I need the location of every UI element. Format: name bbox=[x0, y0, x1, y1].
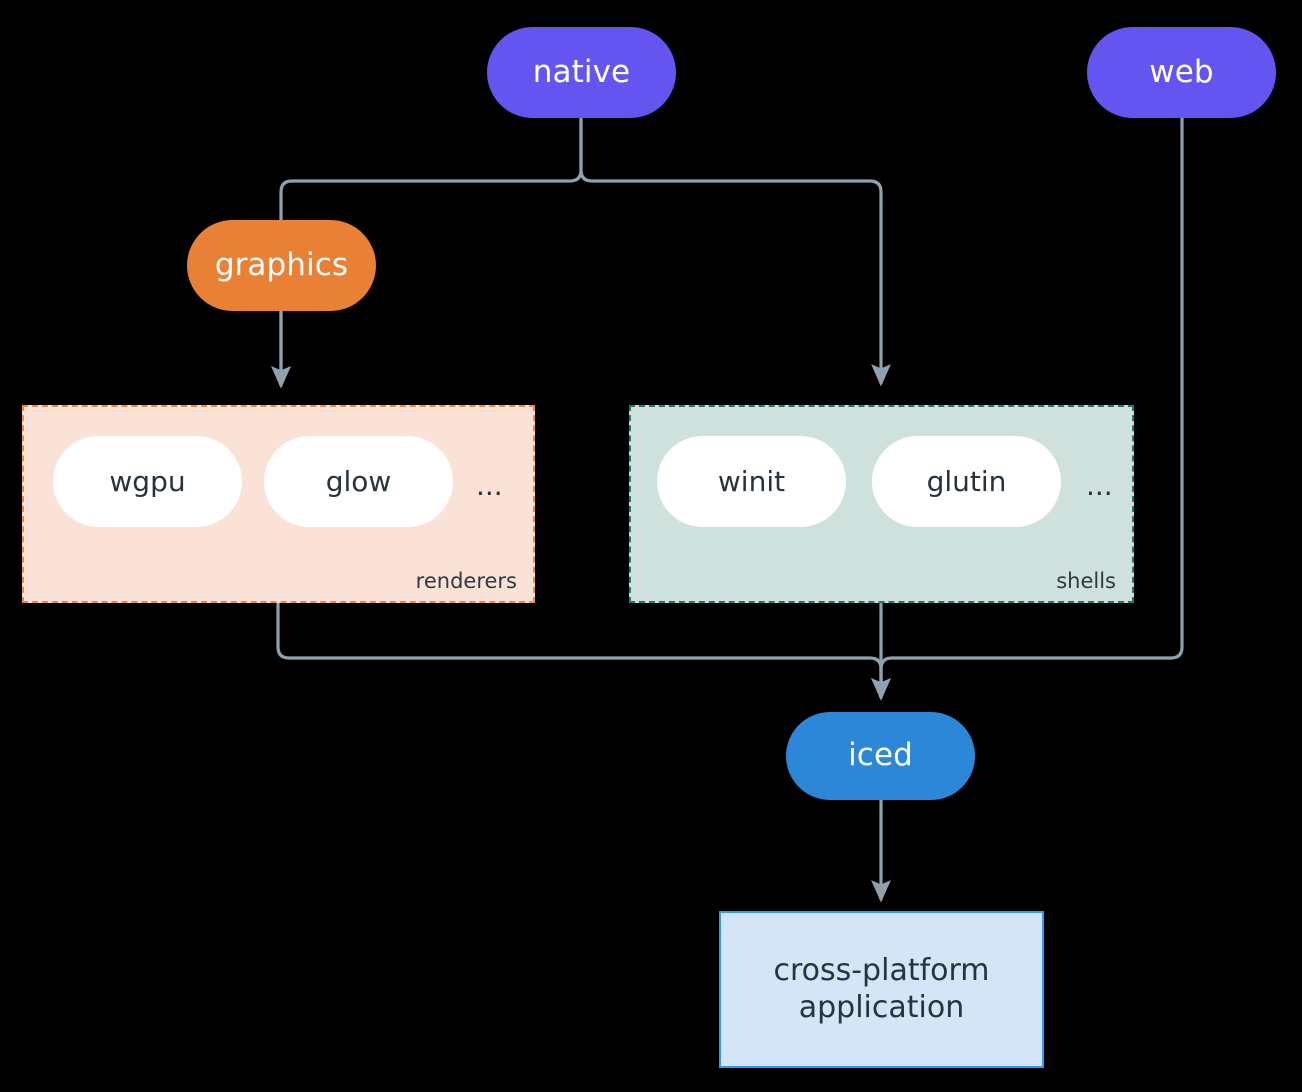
edge-web-to-iced bbox=[871, 118, 1184, 701]
group-renderers: wgpu glow ... renderers bbox=[22, 405, 535, 603]
node-native-label: native bbox=[532, 53, 631, 90]
edge-renderers-to-iced bbox=[276, 603, 891, 701]
chip-glutin-label: glutin bbox=[926, 465, 1007, 498]
node-iced-label: iced bbox=[848, 737, 913, 774]
group-shells-label: shells bbox=[1056, 569, 1116, 593]
node-graphics[interactable]: graphics bbox=[187, 220, 376, 311]
application-label-line1: cross-platform bbox=[773, 952, 990, 988]
edge-native-to-shells bbox=[579, 118, 891, 387]
chip-glow[interactable]: glow bbox=[264, 436, 453, 527]
group-shells: winit glutin ... shells bbox=[629, 405, 1134, 603]
application-label-line2: application bbox=[798, 989, 965, 1025]
node-iced[interactable]: iced bbox=[786, 712, 975, 800]
node-graphics-label: graphics bbox=[214, 246, 349, 283]
node-web-label: web bbox=[1149, 53, 1214, 90]
shells-overflow-ellipsis: ... bbox=[1086, 469, 1113, 502]
node-native[interactable]: native bbox=[487, 27, 676, 118]
chip-glow-label: glow bbox=[325, 465, 392, 498]
chip-winit[interactable]: winit bbox=[657, 436, 846, 527]
chip-winit-label: winit bbox=[717, 465, 786, 498]
node-web[interactable]: web bbox=[1087, 27, 1276, 118]
group-renderers-label: renderers bbox=[415, 569, 517, 593]
node-cross-platform-application[interactable]: cross-platform application bbox=[719, 911, 1044, 1068]
chip-glutin[interactable]: glutin bbox=[872, 436, 1061, 527]
chip-wgpu-label: wgpu bbox=[109, 465, 186, 498]
chip-wgpu[interactable]: wgpu bbox=[53, 436, 242, 527]
renderers-overflow-ellipsis: ... bbox=[476, 469, 503, 502]
